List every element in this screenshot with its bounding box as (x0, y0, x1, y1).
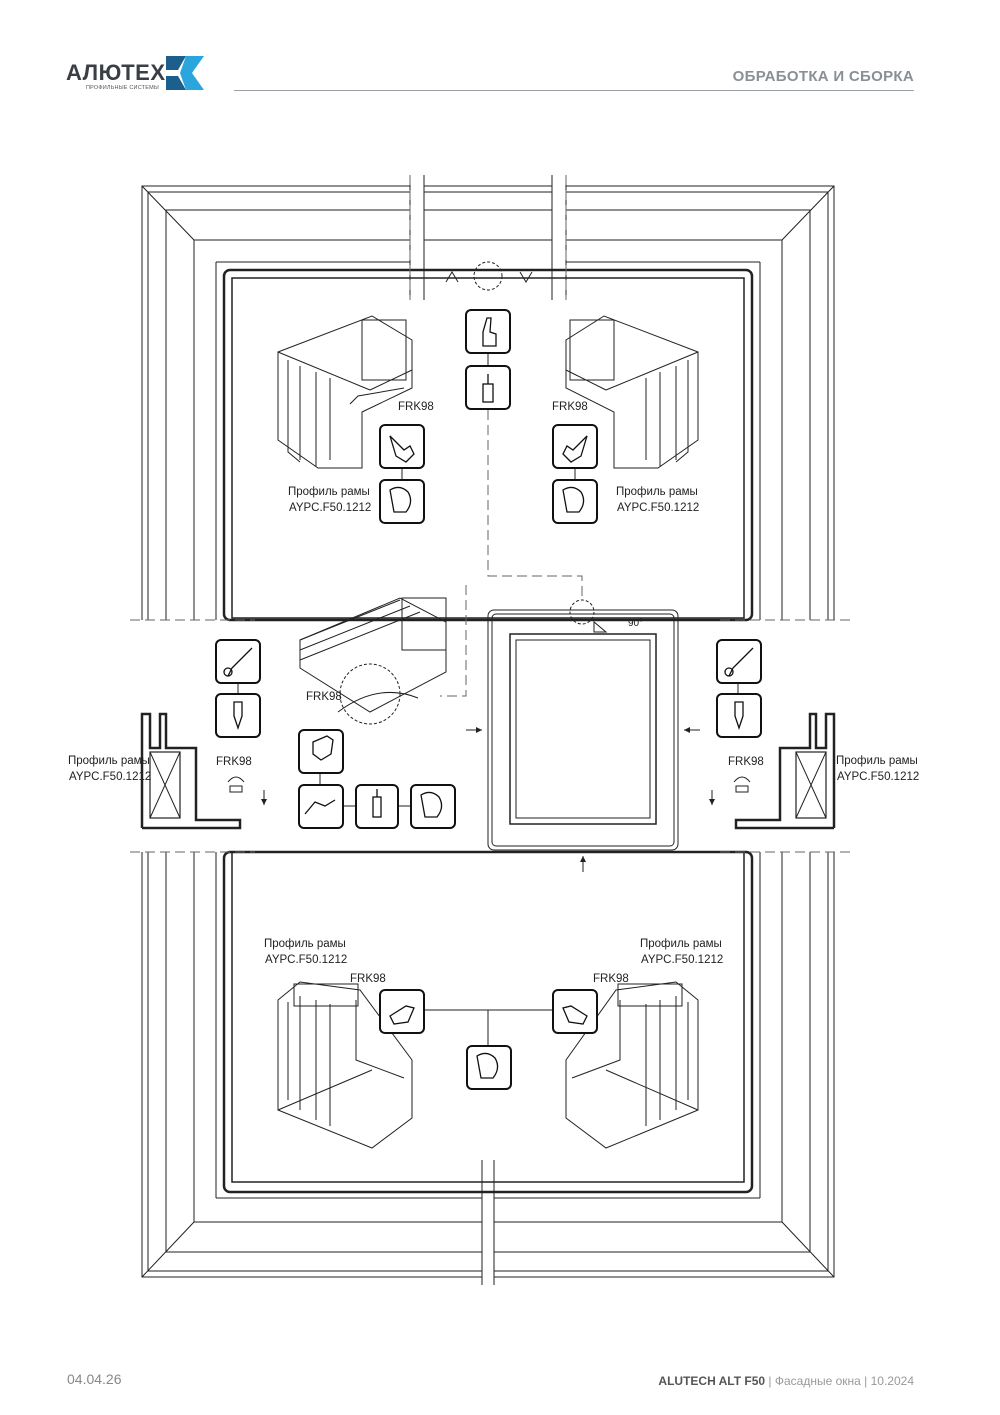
logo-mark-icon (166, 56, 204, 90)
label-profile-tr-2: AYPC.F50.1212 (617, 502, 699, 514)
label-profile-tl-1: Профиль рамы (288, 486, 370, 498)
hand-force-icon (379, 479, 425, 524)
label-frk-left: FRK98 (216, 756, 252, 768)
logo-subtitle: ПРОФИЛЬНЫЕ СИСТЕМЫ (86, 85, 159, 91)
label-profile-right-1: Профиль рамы (836, 755, 918, 767)
logo-text: АЛЮТЕХ (66, 60, 166, 85)
hand-pointing-up-icon (465, 309, 511, 354)
corner-profile-tr (565, 315, 699, 469)
window-sash (487, 599, 679, 851)
footer-doc: | Фасадные окна | 10.2024 (768, 1374, 914, 1388)
label-profile-bl-2: AYPC.F50.1212 (265, 954, 347, 966)
hand-force-icon (410, 784, 456, 829)
label-frk-br: FRK98 (593, 973, 629, 985)
sealant-bottle-icon (355, 784, 399, 829)
hand-pointing-down-icon (716, 693, 762, 738)
label-frk-tr: FRK98 (552, 401, 588, 413)
corner-profile-bl (277, 981, 413, 1149)
hand-press-icon (379, 989, 425, 1034)
section-profile-right (734, 712, 836, 830)
label-angle: 90° (628, 618, 643, 629)
footer-product: ALUTECH ALT F50 (658, 1374, 766, 1388)
hand-press-icon (552, 424, 598, 469)
label-frk-center: FRK98 (306, 691, 342, 703)
corner-profile-tl (277, 315, 413, 469)
label-profile-bl-1: Профиль рамы (264, 938, 346, 950)
hand-press-icon (552, 989, 598, 1034)
frame-bottom (141, 850, 835, 1285)
sealant-bottle-icon (465, 365, 511, 410)
label-frk-right: FRK98 (728, 756, 764, 768)
hand-press-icon (298, 729, 344, 774)
label-frk-tl: FRK98 (398, 401, 434, 413)
section-title: ОБРАБОТКА И СБОРКА (732, 68, 914, 85)
footer-date: 04.04.26 (67, 1371, 122, 1387)
label-profile-tr-1: Профиль рамы (616, 486, 698, 498)
section-profile-left (140, 712, 242, 830)
frame-top (141, 175, 835, 622)
label-profile-br-1: Профиль рамы (640, 938, 722, 950)
hand-force-icon (466, 1045, 512, 1090)
center-profile (299, 597, 447, 725)
label-profile-tl-2: AYPC.F50.1212 (289, 502, 371, 514)
header-divider (234, 90, 914, 91)
hand-pointing-down-icon (215, 693, 261, 738)
footer-info: ALUTECH ALT F50 | Фасадные окна | 10.202… (658, 1374, 914, 1388)
label-profile-right-2: AYPC.F50.1212 (837, 771, 919, 783)
hand-force-icon (552, 479, 598, 524)
label-profile-left-1: Профиль рамы (68, 755, 150, 767)
label-profile-br-2: AYPC.F50.1212 (641, 954, 723, 966)
hand-cutting-icon (298, 784, 344, 829)
corner-profile-br (565, 981, 699, 1149)
label-frk-bl: FRK98 (350, 973, 386, 985)
label-profile-left-2: AYPC.F50.1212 (69, 771, 151, 783)
logo (66, 52, 216, 100)
hand-press-icon (379, 424, 425, 469)
